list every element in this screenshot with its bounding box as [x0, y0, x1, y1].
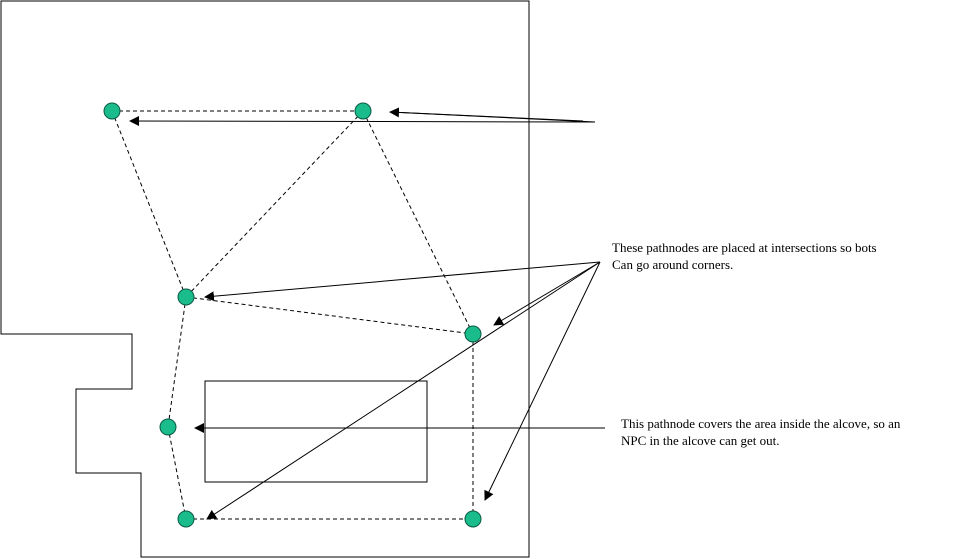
arrow	[493, 261, 601, 326]
intersection-annotation-line-1: These pathnodes are placed at intersecti…	[612, 240, 877, 255]
pathnode-intersection-right	[464, 325, 482, 343]
annotation-arrows	[129, 107, 605, 520]
path-link	[362, 110, 474, 335]
intersection-annotation: These pathnodes are placed at intersecti…	[612, 239, 877, 273]
path-link	[185, 296, 474, 335]
arrow	[206, 261, 601, 520]
pathnode-alcove	[159, 418, 177, 436]
alcove-annotation-line-1: This pathnode covers the area inside the…	[621, 416, 901, 431]
path-link	[111, 110, 187, 298]
arrow	[389, 107, 584, 122]
arrow	[484, 261, 601, 501]
intersection-annotation-line-2: Can go around corners.	[612, 257, 734, 272]
pathnode-bottom-left	[177, 510, 195, 528]
alcove-obstacle	[204, 380, 428, 483]
path-connections	[111, 110, 474, 520]
arrow	[129, 116, 596, 127]
pathnode-top-right	[354, 102, 372, 120]
path-link	[167, 296, 187, 428]
alcove-annotation: This pathnode covers the area inside the…	[621, 415, 900, 449]
pathnode-bottom-right	[464, 510, 482, 528]
pathnodes	[103, 102, 482, 528]
path-link	[185, 110, 364, 298]
pathnode-middle-left	[177, 288, 195, 306]
path-link	[167, 426, 187, 520]
room-outline	[0, 0, 530, 558]
arrow	[204, 261, 601, 302]
alcove-annotation-line-2: NPC in the alcove can get out.	[621, 433, 780, 448]
pathnode-top-left	[103, 102, 121, 120]
